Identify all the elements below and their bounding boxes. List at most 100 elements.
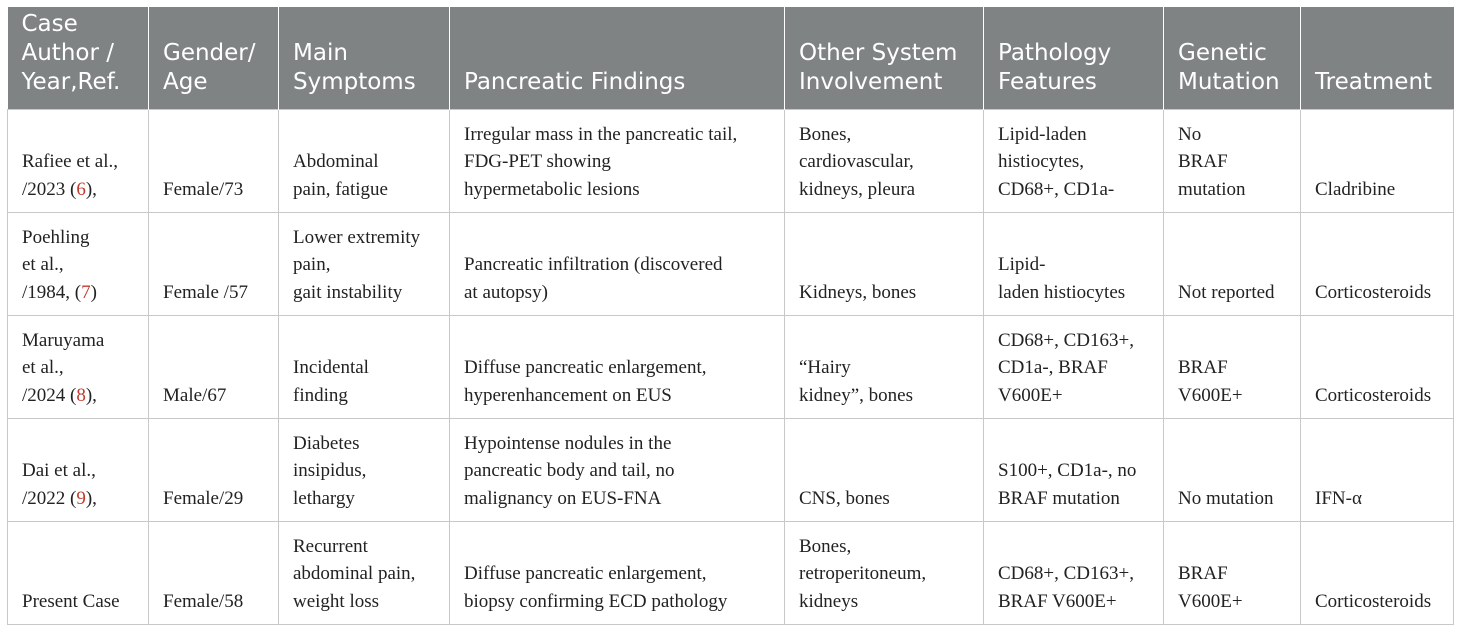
header-line: Pancreatic Findings [464,69,686,95]
author-tail: ), [85,487,97,509]
author-line: /1984, (7) [22,279,142,307]
cell-line: BRAF [1178,151,1228,172]
cell-line: FDG-PET showing [464,151,611,172]
cell-line: Cladribine [1315,178,1396,200]
cell-main-symptoms: Abdominal pain, fatigue [278,109,450,213]
cell-pathology-features: CD68+, CD163+, CD1a-, BRAF V600E+ [983,315,1164,419]
cell-line: pain, fatigue [293,178,388,200]
author-tail: ) [90,281,97,303]
author-text: Dai et al., [22,460,96,481]
cell-pancreatic-findings: Diffuse pancreatic enlargement,hyperenha… [449,315,785,419]
header-line: Other System [799,40,958,66]
cell-line: Bones, [799,535,852,557]
cell-gender-age: Female/58 [148,521,279,625]
cell-line: CNS, bones [799,487,890,509]
cell-line: Irregular mass in the pancreatic tail, [464,123,738,145]
header-line: Symptoms [293,69,416,95]
cell-line: hypermetabolic lesions [464,178,640,200]
cell-line: Hypointense nodules in the [464,432,672,454]
cell-line: V600E+ [998,384,1063,406]
cell-line: Lower extremity [293,226,421,248]
cell-line: malignancy on EUS-FNA [464,487,662,509]
author-text: /1984, ( [22,281,82,303]
cell-line: weight loss [293,590,380,612]
cell-line: CD1a-, BRAF [998,357,1108,378]
cell-line: Abdominal [293,151,379,172]
cell-line: BRAF mutation [998,487,1120,509]
header-line: Main [293,40,348,66]
author-tail: ), [85,178,97,200]
cell-pancreatic-findings: Irregular mass in the pancreatic tail, FD… [449,109,785,213]
cell-treatment: IFN-α [1300,418,1454,522]
reference-link[interactable]: 8 [76,384,86,406]
header-line: Features [998,69,1097,95]
cell-line: Lipid-laden [998,123,1087,145]
cell-line: Female /57 [163,281,248,303]
author-tail: ), [85,384,97,406]
cell-line: CD68+, CD163+, [998,563,1134,584]
header-line: Pathology [998,40,1112,66]
cell-line: retroperitoneum, [799,563,927,584]
cell-pathology-features: Lipid-laden histiocytes, CD68+, CD1a- [983,109,1164,213]
author-text: et al., [22,254,64,275]
cell-line: insipidus, [293,460,367,481]
cell-genetic-mutation: BRAF V600E+ [1163,315,1301,419]
cell-case-author: Present Case [7,521,149,625]
cell-line: CD68+, CD163+, [998,329,1134,351]
cell-line: biopsy confirming ECD pathology [464,590,728,612]
reference-link[interactable]: 6 [76,178,86,200]
cell-line: CD68+, CD1a- [998,178,1115,200]
author-line: /2022 (9), [22,485,142,513]
cell-other-system: Bones,cardiovascular,kidneys, pleura [784,109,984,213]
header-line: Case [21,11,78,37]
cell-line: pain, [293,254,331,275]
cell-line: kidneys [799,590,859,612]
cell-line: gait instability [293,281,403,303]
cell-treatment: Corticosteroids [1300,212,1454,316]
cell-line: S100+, CD1a-, no [998,460,1137,481]
cell-gender-age: Female/73 [148,109,279,213]
cell-case-author: Dai et al., /2022 (9), [7,418,149,522]
cell-line: Kidneys, bones [799,281,917,303]
header-line: Year,Ref. [21,69,121,95]
author-text: /2022 ( [22,487,77,509]
cell-line: cardiovascular, [799,151,914,172]
cell-line: abdominal pain, [293,563,416,584]
cell-line: V600E+ [1178,384,1243,406]
cell-line: No [1178,123,1202,145]
author-text: Rafiee et al., [22,151,119,172]
cell-gender-age: Female /57 [148,212,279,316]
author-line: Dai et al., [22,457,142,485]
reference-link[interactable]: 9 [76,487,86,509]
cell-pathology-features: Lipid-laden histiocytes [983,212,1164,316]
cell-line: Corticosteroids [1315,590,1432,612]
author-text: et al., [22,357,64,378]
cell-line: BRAF [1178,357,1228,378]
reference-link[interactable]: 7 [81,281,91,303]
cell-line: lethargy [293,487,355,509]
cell-line: histiocytes, [998,151,1085,172]
header-line: Involvement [799,69,943,95]
cell-pancreatic-findings: Diffuse pancreatic enlargement,biopsy co… [449,521,785,625]
cell-main-symptoms: Lower extremity pain, gait instability [278,212,450,316]
cell-line: Female/73 [163,178,244,200]
author-text: Maruyama [22,329,105,351]
header-line: Genetic [1178,40,1267,66]
cell-other-system: CNS, bones [784,418,984,522]
cell-line: Pancreatic infiltration (discovered [464,254,723,275]
cell-gender-age: Female/29 [148,418,279,522]
